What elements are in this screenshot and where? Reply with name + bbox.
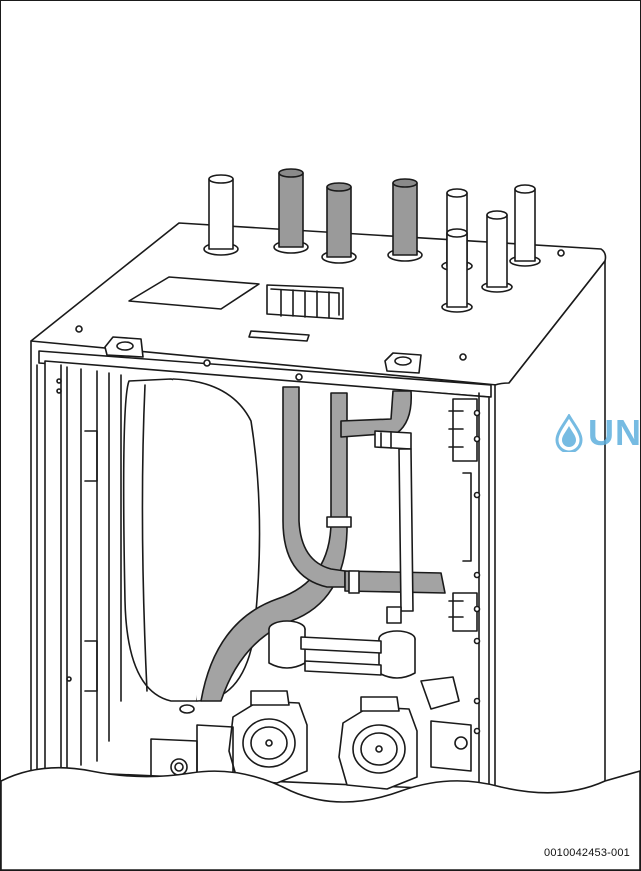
pump-left (228, 690, 308, 784)
pipe-white-3 (441, 228, 473, 313)
pipe-white-5 (509, 184, 541, 267)
screw (75, 325, 83, 333)
screw (203, 359, 211, 367)
label-plate (128, 276, 260, 310)
hinge-upper (452, 398, 478, 462)
pipe-bridge (300, 636, 382, 654)
left-panels (36, 364, 122, 774)
top-slot (248, 330, 310, 342)
tube-right-vertical (398, 448, 414, 612)
valve-cylinder-left (268, 620, 306, 669)
clip-right (384, 352, 422, 374)
pipe-grey-1 (273, 168, 309, 254)
front-top-rail (38, 350, 492, 398)
pipe-white-4 (481, 210, 513, 293)
pump-right (338, 696, 418, 790)
hose-right (340, 390, 413, 438)
screw (295, 373, 303, 381)
lower-components (150, 676, 472, 792)
right-frame (448, 398, 481, 735)
figure-part-code: 0010042453-001 (544, 847, 630, 859)
valves (268, 430, 416, 679)
expansion-tank (122, 378, 261, 714)
hinge-lower (452, 592, 478, 632)
water-drop-icon (555, 414, 583, 452)
screw (557, 249, 565, 257)
pipe-white-1 (203, 174, 239, 256)
clip-left (104, 336, 144, 358)
hose-clamp (326, 516, 352, 528)
watermark: UN (554, 411, 641, 455)
hose-horizontal (344, 570, 446, 594)
top-pipes (203, 168, 541, 313)
hose-main (200, 392, 348, 702)
tank-valve (179, 704, 195, 714)
pipe-grey-3 (387, 178, 423, 262)
sensor-top (386, 606, 402, 624)
valve-cylinder-right (378, 630, 416, 679)
pipe-grey-2 (321, 182, 357, 264)
top-details (75, 249, 565, 381)
connector-box (266, 284, 344, 320)
screw (459, 353, 467, 361)
hose-clamp (348, 570, 360, 594)
watermark-text: UN (588, 412, 641, 453)
pipe-bridge-2 (304, 660, 382, 676)
cutaway-edge (1, 766, 640, 870)
